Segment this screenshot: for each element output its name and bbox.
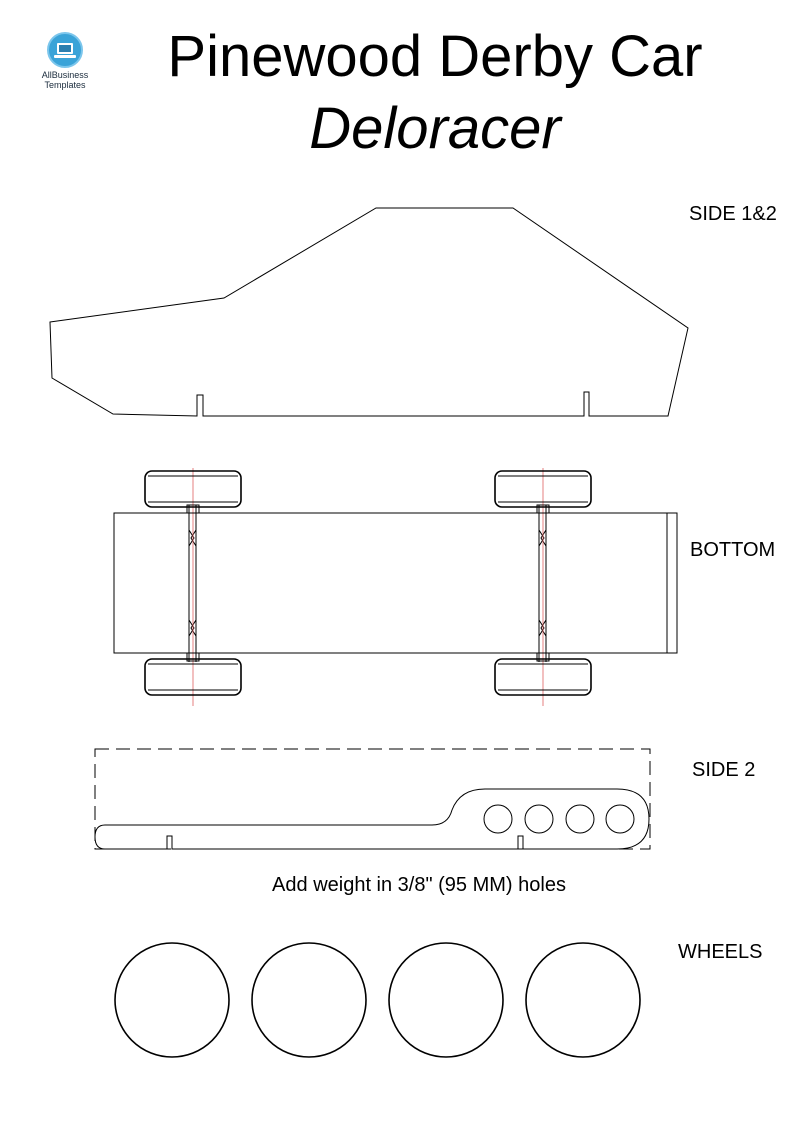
- bottom-label: BOTTOM: [690, 539, 776, 561]
- side-1-2-label: SIDE 1&2: [689, 203, 777, 225]
- logo-text-line1: AllBusiness: [41, 70, 89, 80]
- bottom-view: [113, 468, 678, 706]
- allbusiness-logo: AllBusiness Templates: [30, 30, 100, 90]
- wheel-front-top: [144, 470, 242, 514]
- front-axle: [188, 468, 197, 706]
- side-2-label: SIDE 2: [692, 759, 756, 781]
- wheels-row: [114, 942, 641, 1058]
- page-subtitle: Deloracer: [309, 96, 561, 161]
- wheel-rear-bottom: [494, 652, 592, 696]
- laptop-logo-icon: [47, 32, 83, 68]
- weight-hole: [605, 804, 635, 834]
- weight-hole: [483, 804, 513, 834]
- wheel-circle: [251, 942, 367, 1058]
- wheel-front-bottom: [144, 652, 242, 696]
- weight-caption: Add weight in 3/8" (95 MM) holes: [272, 874, 566, 896]
- wheel-circle: [525, 942, 641, 1058]
- page-title: Pinewood Derby Car: [167, 24, 703, 89]
- weight-arm-outline: [94, 788, 650, 850]
- car-body-bottom: [113, 512, 678, 654]
- wheel-circle: [114, 942, 230, 1058]
- cut-outline-dashed: [94, 748, 651, 850]
- wheel-rear-top: [494, 470, 592, 514]
- wheel-circle: [388, 942, 504, 1058]
- logo-text-line2: Templates: [44, 80, 86, 90]
- side-profile-outline: [49, 207, 689, 417]
- weight-hole: [565, 804, 595, 834]
- side-2-view: [94, 748, 651, 850]
- weight-hole: [524, 804, 554, 834]
- wheels-label: WHEELS: [678, 941, 763, 963]
- rear-axle: [538, 468, 547, 706]
